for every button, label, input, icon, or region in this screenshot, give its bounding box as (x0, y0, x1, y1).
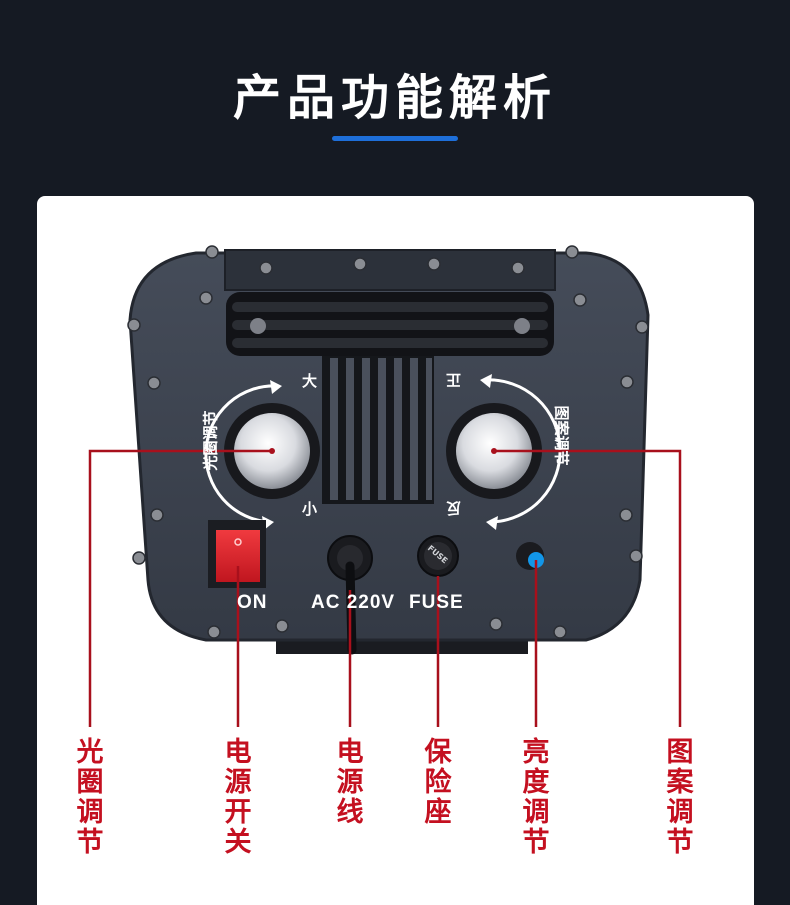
callout-power-switch: 电源开关 (224, 737, 252, 858)
pattern-forward-label: 正 (446, 371, 462, 389)
ac-220v-label: AC 220V (311, 592, 396, 613)
top-bar (224, 249, 556, 291)
aperture-big-label: 大 (302, 372, 318, 390)
power-switch[interactable] (208, 520, 266, 588)
vent-grille (322, 356, 434, 504)
page-title: 产品功能解析 (232, 70, 557, 126)
panel-screws (127, 245, 649, 639)
pattern-arc (485, 378, 562, 524)
callout-aperture: 光圈调节 (76, 737, 104, 858)
title-underline (332, 136, 458, 141)
brightness-knob[interactable] (516, 542, 544, 570)
on-label: ON (237, 592, 268, 613)
pattern-ring-label: 图案调节 (552, 405, 571, 466)
handle (226, 292, 554, 356)
aperture-arrow-top (270, 380, 282, 394)
callout-pattern: 图案调节 (666, 737, 694, 858)
aperture-small-label: 小 (302, 500, 318, 518)
pattern-reverse-label: 反 (446, 499, 462, 517)
callout-fuse-holder: 保险座 (424, 737, 452, 828)
callout-brightness: 亮度调节 (522, 737, 550, 858)
fuse-label: FUSE (409, 592, 464, 613)
pattern-arrow-bottom (486, 516, 498, 530)
callout-dots (269, 448, 497, 454)
callout-lines (88, 449, 682, 727)
callout-power-cord: 电源线 (336, 737, 364, 828)
aperture-ring-label: 光圈调节 (201, 410, 220, 471)
pattern-arrow-top (480, 374, 492, 388)
